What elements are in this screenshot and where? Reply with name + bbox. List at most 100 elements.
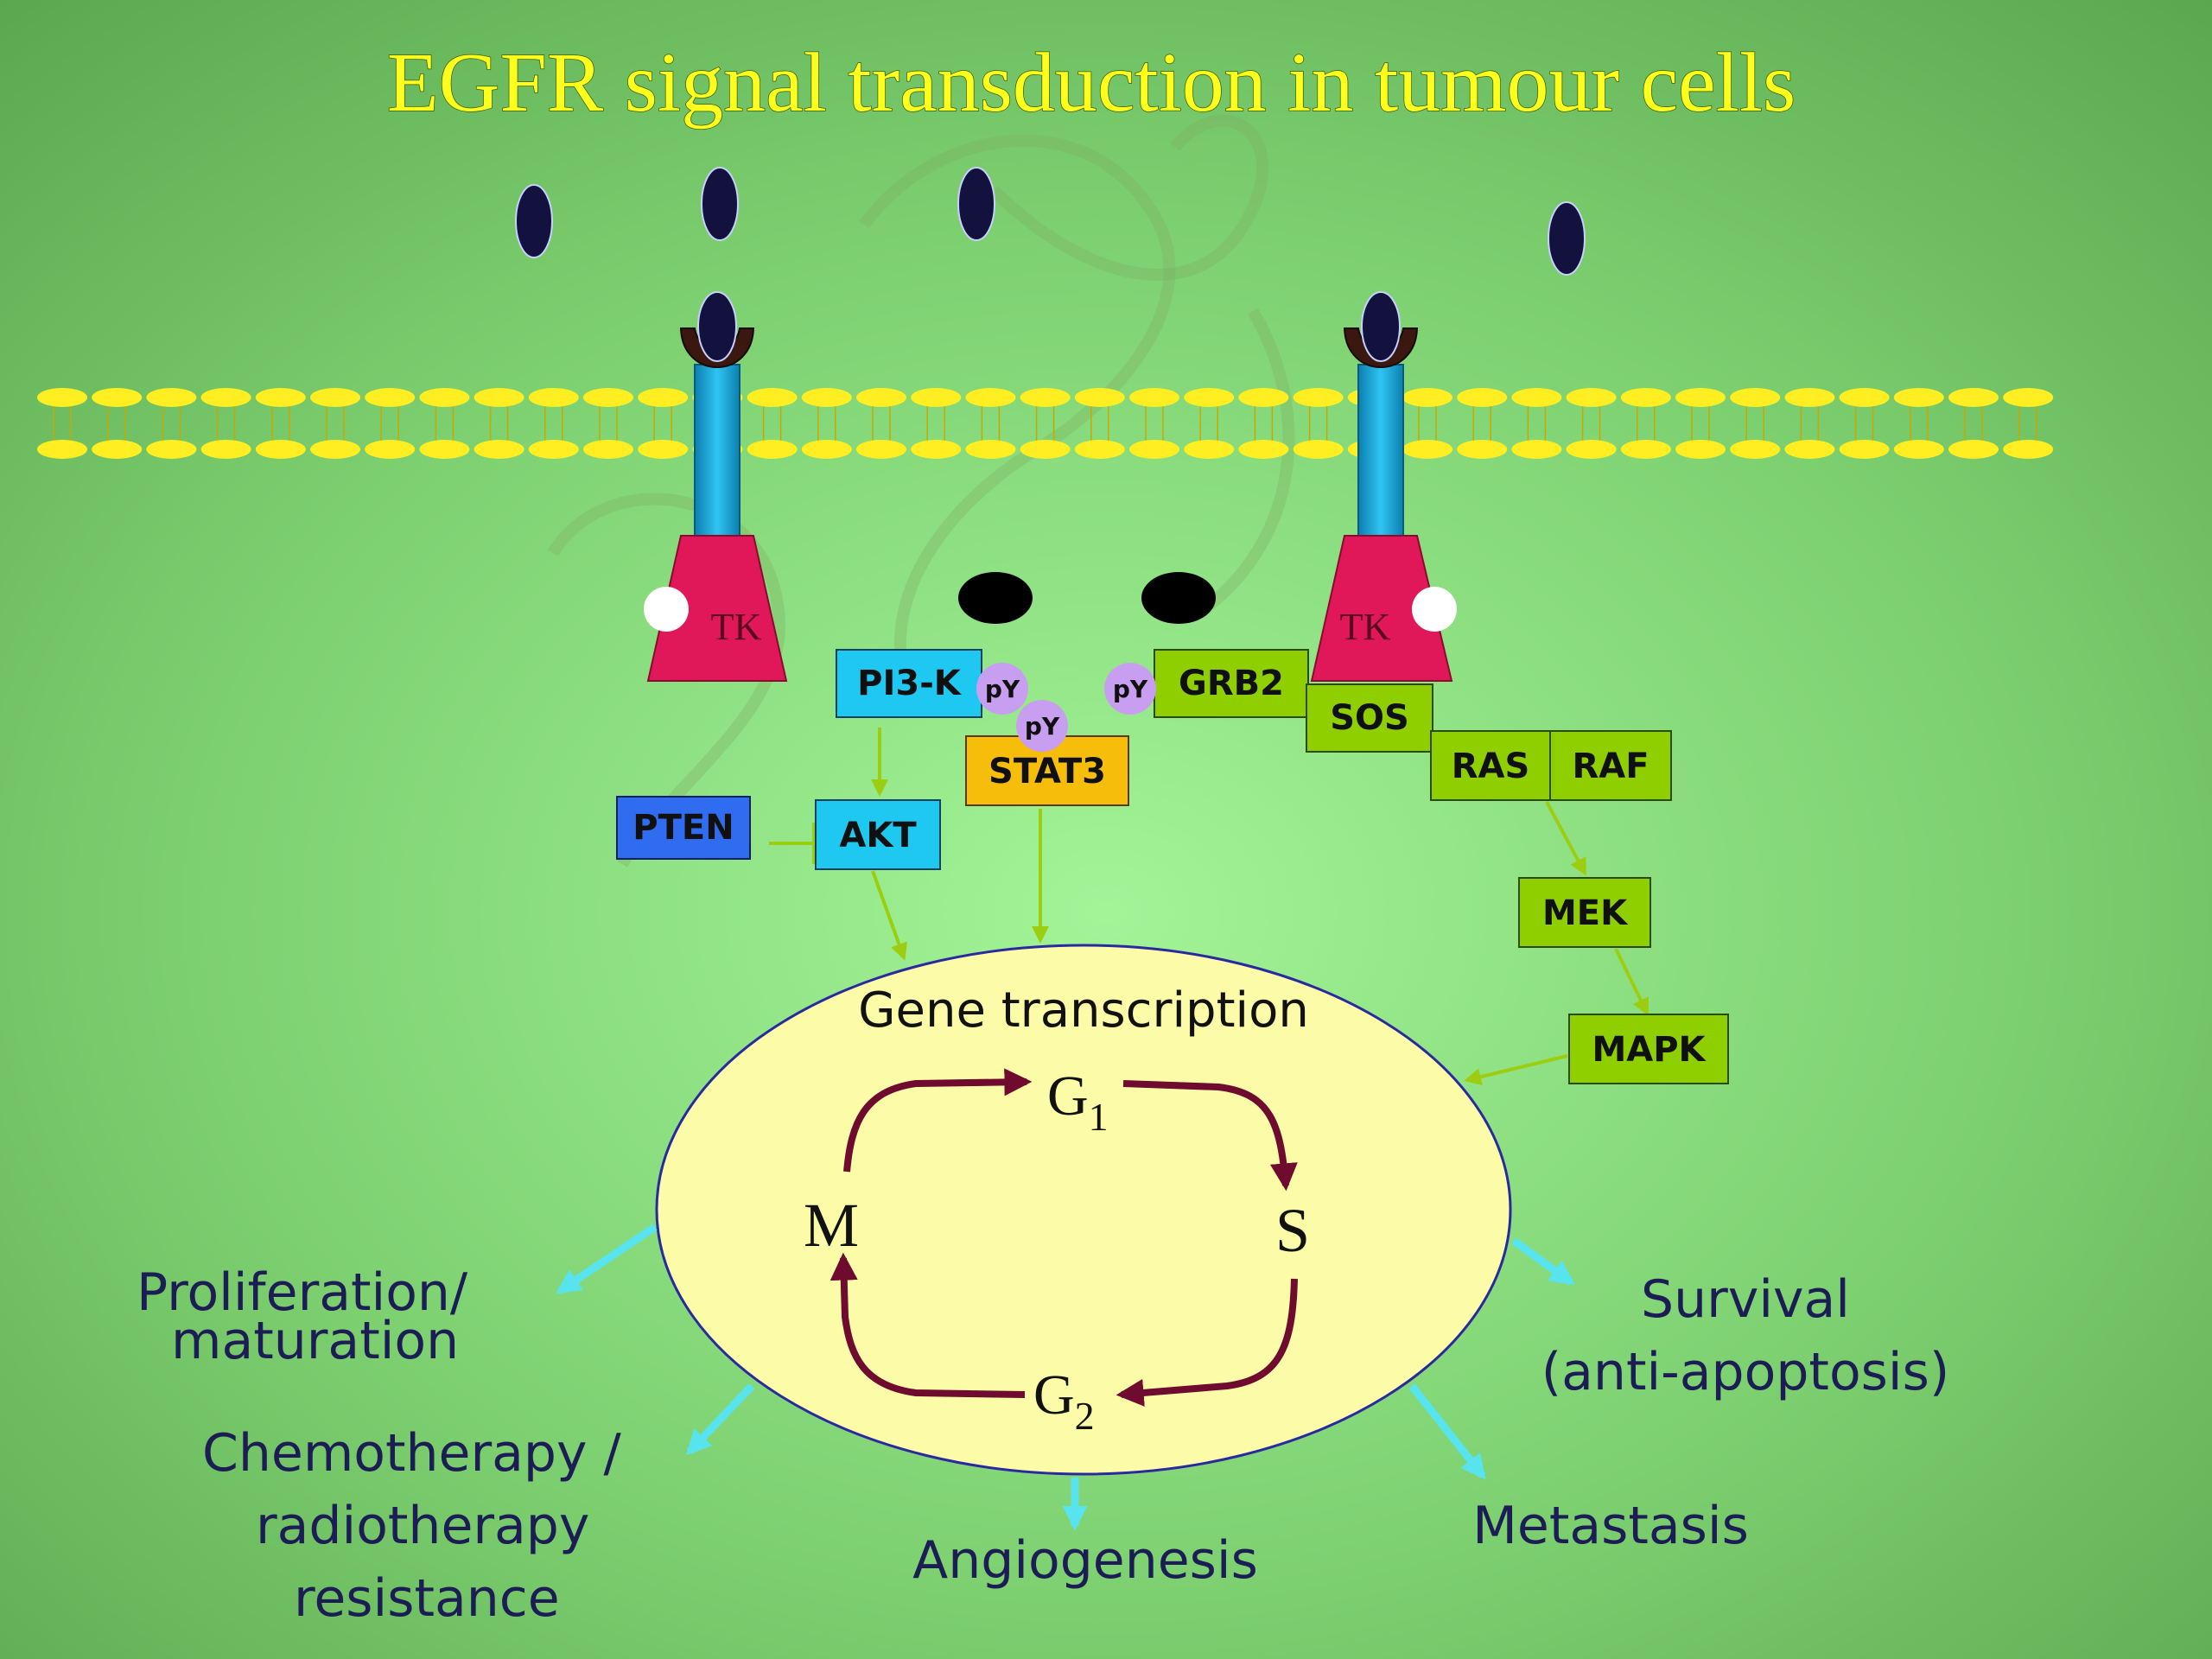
lipid-head (1184, 388, 1235, 407)
arrow-mek-mapk (1614, 948, 1649, 1016)
lipid-head (37, 388, 87, 407)
protein-raf: RAF (1549, 730, 1672, 801)
lipid-head (1893, 388, 1944, 407)
lipid-head (1784, 388, 1835, 407)
lipid-head (310, 388, 360, 407)
arrow-proliferation (556, 1224, 658, 1294)
lipid-head (583, 440, 633, 459)
lipid-head (1129, 388, 1179, 407)
chemo-label-line2: radiotherapy (256, 1496, 589, 1556)
cycle-arrow-g2-m (830, 1252, 1026, 1398)
pten-label: PTEN (632, 808, 734, 848)
lipid-head (1238, 388, 1289, 407)
lipid-head (146, 440, 197, 459)
phase-m: M (804, 1191, 859, 1260)
angiogenesis-label: Angiogenesis (912, 1530, 1258, 1591)
phase-g1: G1 (1047, 1065, 1109, 1139)
nucleus: Gene transcription G1 S G2 M (655, 944, 1512, 1476)
lipid-head (1402, 388, 1452, 407)
lipid-head (200, 388, 251, 407)
cell-membrane (37, 388, 2054, 459)
lipid-head (1020, 388, 1071, 407)
cycle-arrow-g1-s (1122, 1080, 1298, 1192)
free-ligands (515, 167, 1586, 276)
lipid-head (474, 388, 524, 407)
egfr-receptor-right: TK (1310, 291, 1457, 682)
lipid-head (1675, 440, 1726, 459)
lipid-head (638, 440, 689, 459)
lipid-head (856, 440, 906, 459)
lipid-head (1620, 388, 1671, 407)
protein-ras: RAS (1430, 730, 1551, 801)
lipid-head (965, 440, 1016, 459)
lipid-head (801, 440, 852, 459)
egfr-receptor-left: TK (644, 291, 788, 682)
lipid-head (1238, 440, 1289, 459)
receptor-stem (1357, 364, 1404, 538)
lipid-head (638, 388, 689, 407)
mapk-label: MAPK (1592, 1030, 1707, 1070)
svg-text:pY: pY (1025, 712, 1060, 741)
page-title: EGFR signal transduction in tumour cells (387, 36, 1796, 130)
lipid-head (1457, 440, 1508, 459)
cell-cycle (830, 1068, 1298, 1407)
tyrosine-kinase-domain (1310, 535, 1453, 682)
pi3k-label: PI3-K (857, 664, 963, 703)
lipid-head (92, 388, 143, 407)
lipid-head (911, 440, 962, 459)
phosphotyrosines: pY pY pY (976, 663, 1156, 752)
lipid-head (1948, 388, 1999, 407)
ligand-1 (515, 184, 553, 258)
arrow-survival (1511, 1237, 1575, 1286)
lipid-head (528, 388, 579, 407)
lipid-head (255, 440, 306, 459)
phospho-grb2: pY (1104, 663, 1156, 715)
outcome-labels: Proliferation/ maturation Chemotherapy /… (137, 1262, 1949, 1629)
tk-label: TK (1340, 606, 1391, 648)
lipid-head (1074, 388, 1125, 407)
lipid-head (1620, 440, 1671, 459)
lipid-head (1293, 440, 1344, 459)
phospho-pi3k: pY (976, 663, 1028, 715)
pathway-arrows (769, 728, 1649, 1085)
gene-transcription-label: Gene transcription (858, 982, 1309, 1039)
lipid-head (1457, 388, 1508, 407)
lipid-head (92, 440, 143, 459)
arrow-mapk-nucleus (1464, 1054, 1568, 1085)
protein-pten: PTEN (616, 796, 751, 860)
bound-ligand (697, 291, 737, 362)
proliferation-label-line1: Proliferation/ (137, 1262, 468, 1323)
protein-mek: MEK (1518, 877, 1651, 948)
cycle-arrow-s-g2 (1116, 1278, 1298, 1407)
tk-label: TK (711, 606, 762, 648)
lipid-head (965, 388, 1016, 407)
mek-label: MEK (1542, 893, 1629, 933)
lipid-head (37, 440, 87, 459)
protein-mapk: MAPK (1568, 1014, 1729, 1084)
lipid-head (801, 388, 852, 407)
phospho-site (1412, 587, 1457, 632)
arrow-chemo (686, 1382, 755, 1456)
adaptor-dot-left (958, 572, 1033, 624)
protein-pi3k: PI3-K (836, 649, 982, 718)
lipid-head (310, 440, 360, 459)
lipid-head (1511, 440, 1562, 459)
tyrosine-kinase-domain (646, 535, 788, 682)
outcome-arrows (556, 1224, 1575, 1531)
lipid-head (528, 440, 579, 459)
lipid-head (1839, 440, 1890, 459)
lipid-head (747, 388, 798, 407)
stat3-label: STAT3 (988, 752, 1106, 791)
lipid-head (365, 388, 416, 407)
protein-stat3: STAT3 (965, 735, 1129, 806)
ligand-2 (701, 167, 739, 241)
lipid-head (2003, 388, 2054, 407)
lipid-head (1730, 440, 1781, 459)
lipid-head (1402, 440, 1452, 459)
raf-label: RAF (1572, 747, 1649, 786)
lipid-head (419, 440, 470, 459)
lipid-head (1675, 388, 1726, 407)
lipid-head (1129, 440, 1179, 459)
metastasis-label: Metastasis (1472, 1496, 1749, 1556)
akt-label: AKT (839, 816, 917, 855)
